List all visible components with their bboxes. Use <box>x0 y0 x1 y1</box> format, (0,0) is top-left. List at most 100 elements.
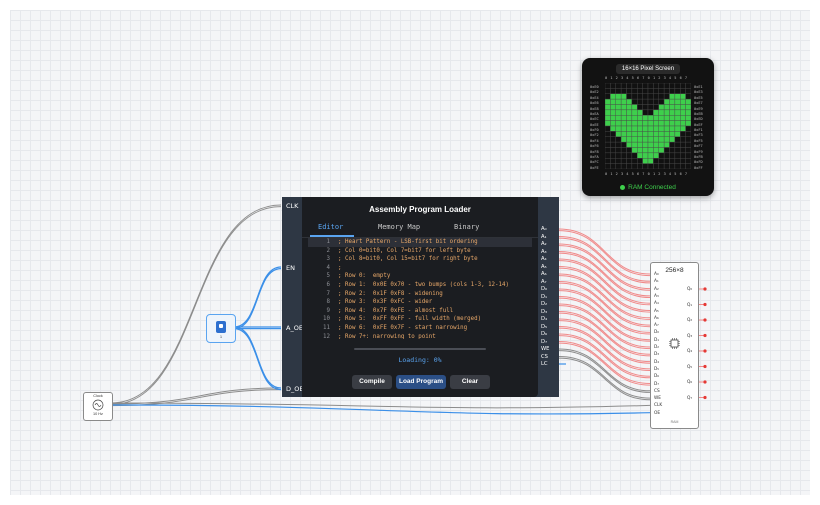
pin-d-oe[interactable]: D_OE <box>286 385 304 393</box>
clock-wire[interactable] <box>110 402 651 409</box>
bus-wire[interactable] <box>558 266 651 311</box>
loader-output-pin[interactable]: A₄ <box>541 256 547 262</box>
bus-wire[interactable] <box>558 252 651 298</box>
ram-input-pin[interactable]: A₀ <box>654 272 659 277</box>
loader-output-pin[interactable]: A₀ <box>541 226 547 232</box>
loader-output-pin[interactable]: D₅ <box>541 323 548 330</box>
bus-wire[interactable] <box>558 333 651 377</box>
bus-wire[interactable] <box>558 230 651 277</box>
bus-wire[interactable] <box>558 303 651 348</box>
oe-wire[interactable] <box>110 404 651 415</box>
loader-output-pin[interactable]: D₇ <box>541 338 548 345</box>
bus-wire[interactable] <box>558 326 651 370</box>
bus-wire[interactable] <box>558 342 651 386</box>
ram-output-pin[interactable]: Q₃ <box>687 333 693 339</box>
bus-wire[interactable] <box>558 251 651 297</box>
loader-output-pin[interactable]: A₆ <box>541 271 547 277</box>
loader-output-pin[interactable]: A₇ <box>541 278 547 285</box>
ram-output-pin[interactable]: Q₄ <box>687 349 693 354</box>
bus-wire[interactable] <box>558 327 651 371</box>
bus-wire[interactable] <box>558 260 651 306</box>
ram-input-pin[interactable]: A₃ <box>654 293 659 299</box>
ram-input-pin[interactable]: A₆ <box>654 315 659 321</box>
loader-output-pin[interactable]: D₆ <box>541 331 548 337</box>
bus-wire[interactable] <box>558 228 651 275</box>
ram-output-pin[interactable]: Q₆ <box>687 380 693 385</box>
ram-output-pin[interactable]: Q₂ <box>687 318 693 323</box>
pin-a-oe[interactable]: A_OE <box>286 324 303 332</box>
ram-input-pin[interactable]: D₀ <box>654 330 660 336</box>
enable-button-component[interactable]: 1 <box>206 314 236 343</box>
pin-clk[interactable]: CLK <box>286 202 299 210</box>
loader-output-pin[interactable]: A₁ <box>541 233 547 240</box>
loader-output-pin[interactable]: D₂ <box>541 301 548 307</box>
tab-memory-map[interactable]: Memory Map <box>378 223 421 231</box>
bus-wire[interactable] <box>558 297 651 342</box>
bus-wire[interactable] <box>558 335 651 379</box>
ram-output-pin[interactable]: Q₇ <box>687 395 693 401</box>
control-wire[interactable] <box>558 357 651 401</box>
bus-wire[interactable] <box>558 267 651 313</box>
ram-input-pin[interactable]: D₂ <box>654 345 660 350</box>
ram-input-pin[interactable]: D₅ <box>654 366 660 372</box>
enable-wire[interactable] <box>233 328 282 391</box>
tab-binary[interactable]: Binary <box>454 223 480 231</box>
loader-output-pin[interactable]: A₃ <box>541 248 547 255</box>
loader-output-pin[interactable]: A₂ <box>541 241 547 247</box>
compile-button[interactable]: Compile <box>352 375 392 389</box>
load-program-button[interactable]: Load Program <box>396 375 446 389</box>
loader-output-pin[interactable]: D₃ <box>541 308 548 315</box>
ram-input-pin[interactable]: WE <box>654 396 661 402</box>
ram-input-pin[interactable]: A₇ <box>654 323 659 329</box>
clock-wire[interactable] <box>110 204 282 404</box>
ram-input-pin[interactable]: CS <box>654 388 660 394</box>
loader-output-pin[interactable]: LC <box>541 361 548 367</box>
ram-input-pin[interactable]: OE <box>654 410 661 416</box>
loader-output-pin[interactable]: D₀ <box>541 286 548 292</box>
ram-input-pin[interactable]: A₁ <box>654 279 659 285</box>
loader-output-pin[interactable]: D₄ <box>541 316 548 322</box>
bus-wire[interactable] <box>558 318 651 363</box>
ram-input-pin[interactable]: A₅ <box>654 308 659 314</box>
loader-output-pin[interactable]: A₅ <box>541 263 547 270</box>
bus-wire[interactable] <box>558 237 651 284</box>
ram-output-pin[interactable]: Q₀ <box>687 287 693 292</box>
loader-output-pin[interactable]: WE <box>541 346 550 352</box>
pin-en[interactable]: EN <box>286 264 295 272</box>
bus-wire[interactable] <box>558 311 651 355</box>
enable-wire[interactable] <box>233 268 282 330</box>
bus-wire[interactable] <box>558 296 651 341</box>
ram-input-pin[interactable]: D₇ <box>654 381 660 387</box>
bus-wire[interactable] <box>558 320 651 364</box>
ram-input-pin[interactable]: D₃ <box>654 352 660 358</box>
bus-wire[interactable] <box>558 258 651 304</box>
control-wire[interactable] <box>558 356 651 399</box>
ram-input-pin[interactable]: D₆ <box>654 374 660 380</box>
bus-wire[interactable] <box>558 243 651 290</box>
code-editor[interactable]: 1; Heart Pattern - LSB-first bit orderin… <box>308 238 532 339</box>
bus-wire[interactable] <box>558 245 651 291</box>
bus-wire[interactable] <box>558 305 651 350</box>
ram-input-pin[interactable]: CLK <box>654 403 663 409</box>
control-wire[interactable] <box>558 350 651 393</box>
loader-output-pin[interactable]: CS <box>541 353 548 360</box>
ram-output-pin[interactable]: Q₅ <box>687 364 693 370</box>
bus-wire[interactable] <box>558 273 651 319</box>
bus-wire[interactable] <box>558 281 651 326</box>
bus-wire[interactable] <box>558 341 651 384</box>
ram-output-pin[interactable]: Q₁ <box>687 302 693 308</box>
bus-wire[interactable] <box>558 275 651 320</box>
clock-wire[interactable] <box>110 206 282 406</box>
control-wire[interactable] <box>558 348 651 392</box>
ram-input-pin[interactable]: D₄ <box>654 359 660 365</box>
clear-button[interactable]: Clear <box>450 375 490 389</box>
bus-wire[interactable] <box>558 290 651 335</box>
ram-input-pin[interactable]: A₂ <box>654 286 659 292</box>
bus-wire[interactable] <box>558 282 651 328</box>
loader-output-pin[interactable]: D₁ <box>541 293 548 300</box>
tab-editor[interactable]: Editor <box>318 223 344 231</box>
bus-wire[interactable] <box>558 312 651 357</box>
ram-input-pin[interactable]: D₁ <box>654 337 660 343</box>
clock-component[interactable]: Clock 10 Hz <box>83 392 113 421</box>
